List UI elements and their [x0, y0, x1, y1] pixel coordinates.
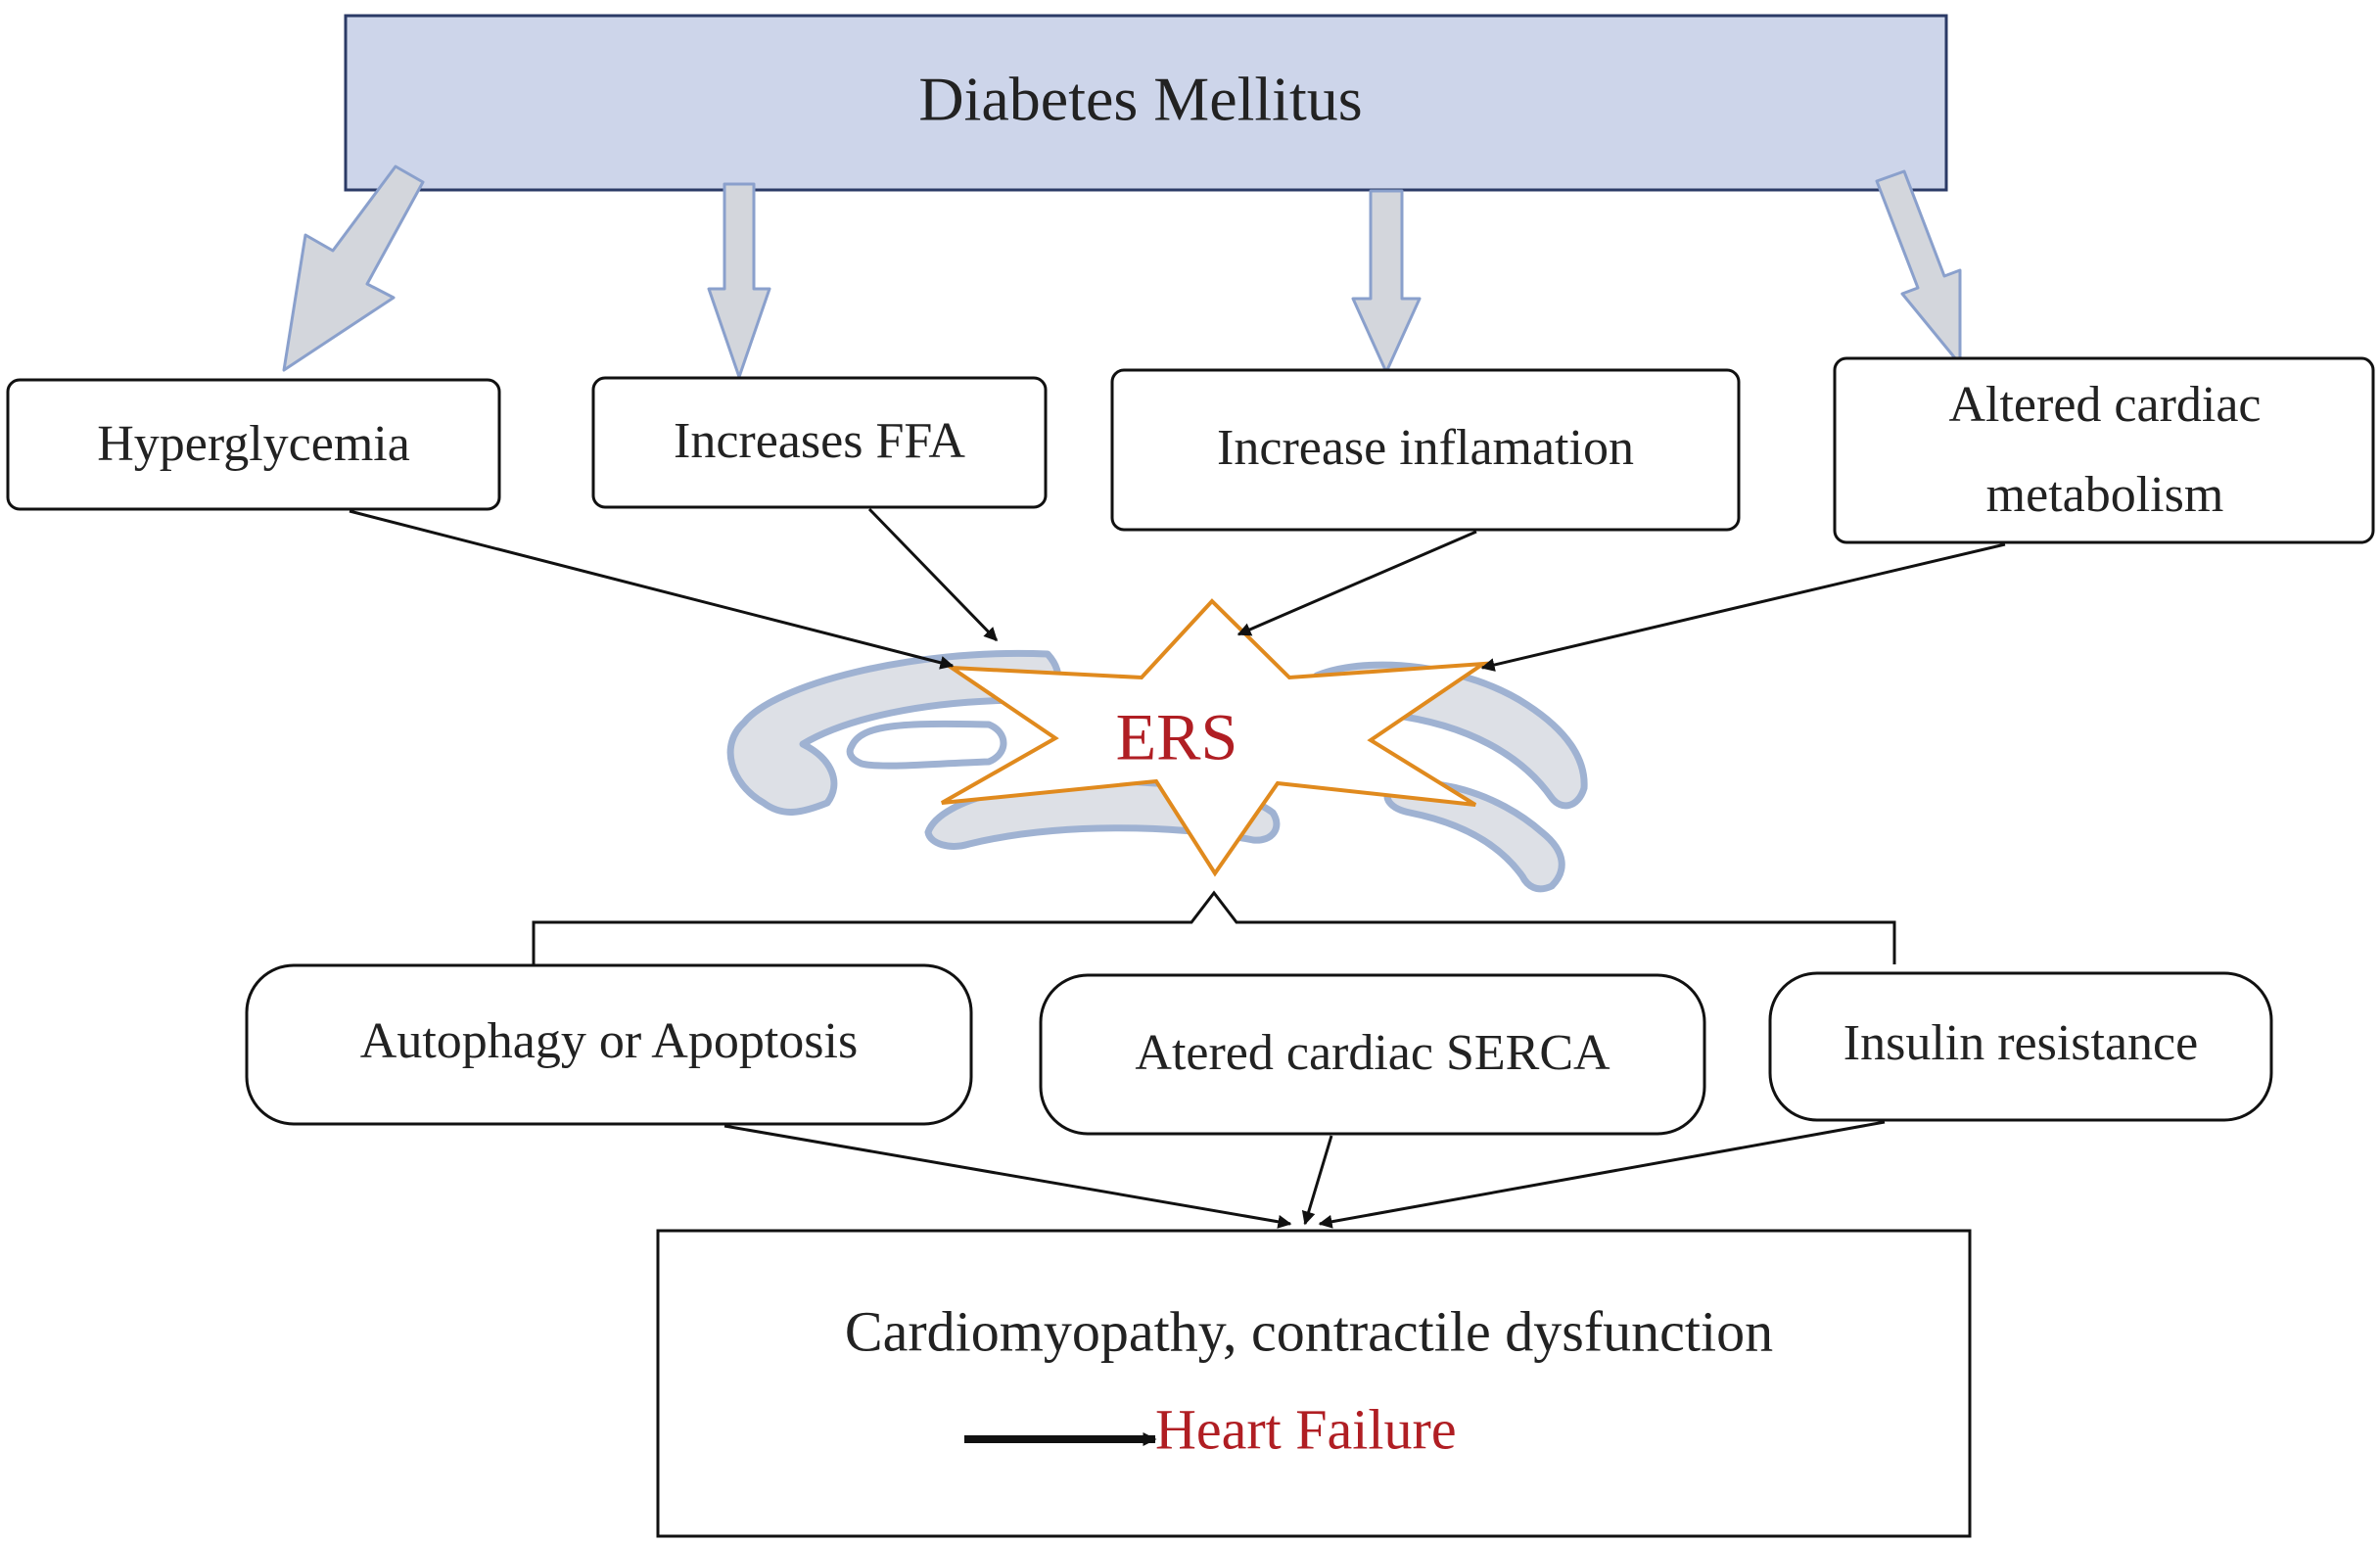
block-arrow-to-metabolism [1875, 169, 1962, 366]
block-arrow-to-hyperglycemia [282, 164, 425, 372]
insulin-resistance-label: Insulin resistance [1843, 1015, 2198, 1071]
connector-hyperglycemia-ers [349, 509, 955, 670]
cause-connectors [349, 507, 2006, 672]
block-arrow-to-inflamation [1351, 189, 1422, 374]
connector-inflamation-ers [1237, 530, 1477, 636]
effect-connectors [723, 1120, 1886, 1229]
diabetes-mellitus-box [344, 14, 1948, 192]
serca-label: Atered cardiac SERCA [1135, 1025, 1610, 1081]
ffa-label: Increases FFA [674, 413, 965, 469]
ers-label: ERS [1116, 700, 1238, 774]
outcome-label-line1: Cardiomyopathy, contractile dysfunction [845, 1299, 1773, 1363]
connector-metabolism-ers [1480, 542, 2006, 672]
connector-serca-outcome [1301, 1135, 1333, 1226]
inflamation-box [1110, 368, 1741, 532]
serca-box [1039, 973, 1706, 1136]
hyperglycemia-label: Hyperglycemia [97, 416, 410, 472]
block-arrow-to-ffa [707, 182, 771, 379]
ffa-box [591, 376, 1048, 509]
heart-failure-label: Heart Failure [1155, 1397, 1457, 1461]
connector-ffa-ers [867, 507, 999, 642]
metabolism-label-line2: metabolism [1986, 467, 2224, 523]
autophagy-label: Autophagy or Apoptosis [360, 1013, 858, 1069]
insulin-resistance-box [1768, 971, 2273, 1122]
connector-insulin-outcome [1318, 1120, 1886, 1229]
inflamation-label: Increase inflamation [1217, 420, 1634, 476]
outcome-box [656, 1229, 1972, 1538]
autophagy-box [245, 963, 973, 1126]
hyperglycemia-box [6, 378, 501, 511]
block-arrows [282, 164, 1962, 379]
connector-autophagy-outcome [723, 1124, 1292, 1229]
diabetes-mellitus-label: Diabetes Mellitus [918, 65, 1362, 134]
metabolism-box [1833, 356, 2375, 544]
effects-bracket [532, 890, 1896, 964]
metabolism-label-line1: Altered cardiac [1948, 377, 2261, 433]
